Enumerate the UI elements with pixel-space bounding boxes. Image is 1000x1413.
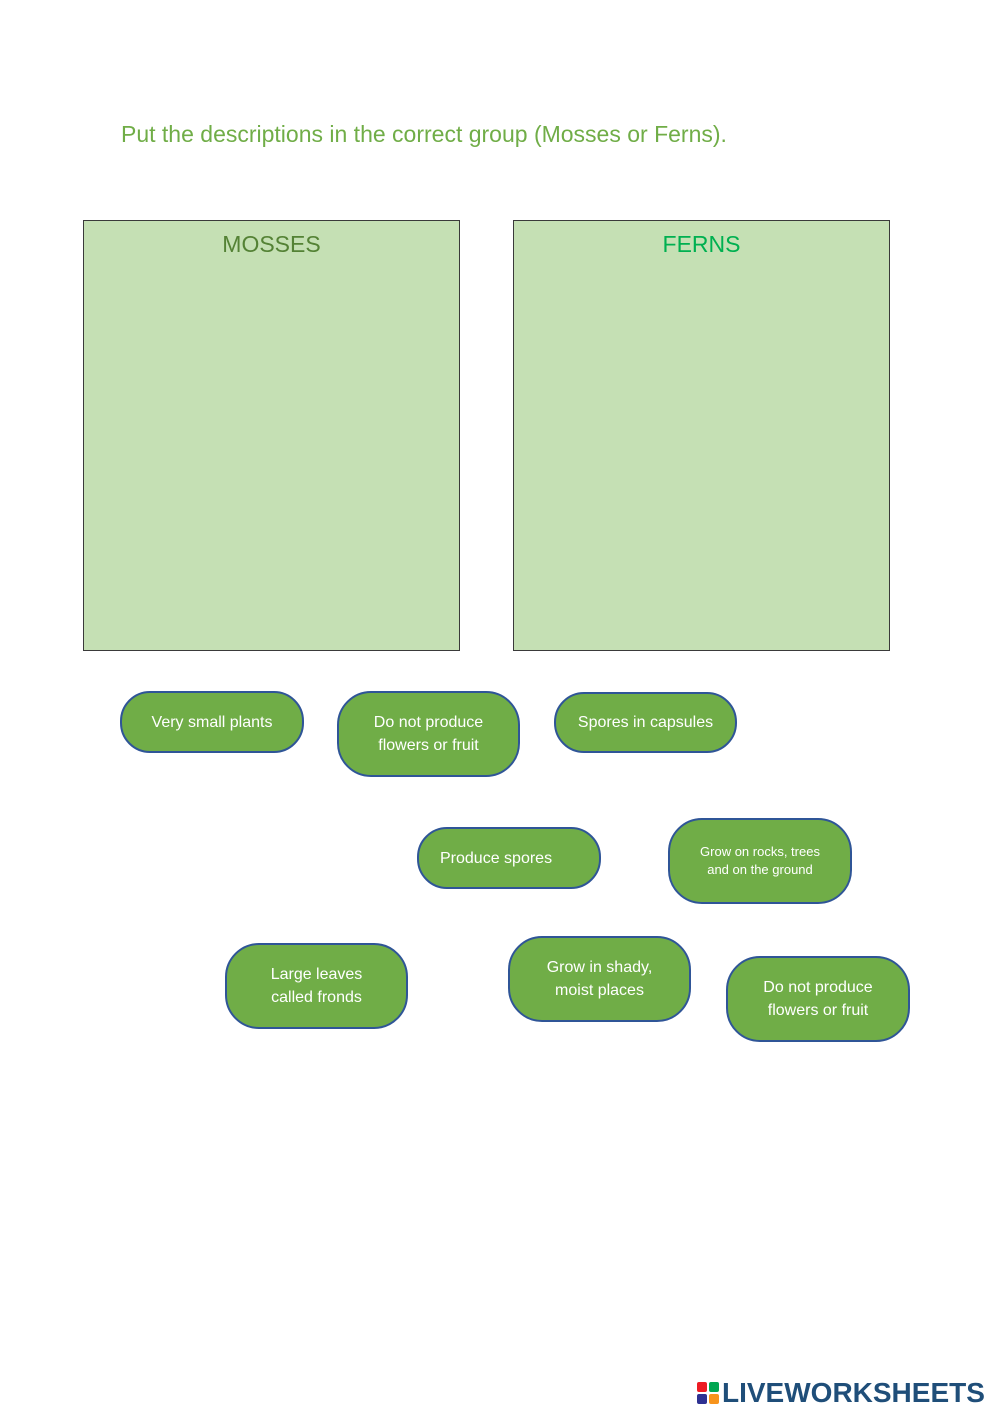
draggable-card-large-leaves[interactable]: Large leaves called fronds [225,943,408,1029]
draggable-card-no-flowers-2[interactable]: Do not produce flowers or fruit [726,956,910,1042]
liveworksheets-logo-icon [697,1382,719,1404]
logo-square-1 [697,1382,707,1392]
logo-square-3 [697,1394,707,1404]
draggable-card-no-flowers-1[interactable]: Do not produce flowers or fruit [337,691,520,777]
draggable-card-spores-in-capsules[interactable]: Spores in capsules [554,692,737,753]
logo-text: LIVEWORKSHEETS [722,1377,985,1408]
logo-square-4 [709,1394,719,1404]
instruction-text: Put the descriptions in the correct grou… [121,121,727,147]
ferns-title: FERNS [662,231,741,257]
draggable-card-produce-spores[interactable]: Produce spores [417,827,601,889]
mosses-drop-zone[interactable]: MOSSES [83,220,460,651]
draggable-card-grow-on-rocks[interactable]: Grow on rocks, trees and on the ground [668,818,852,904]
liveworksheets-logo: LIVEWORKSHEETS [697,1376,985,1410]
draggable-card-grow-in-shady[interactable]: Grow in shady, moist places [508,936,691,1022]
logo-square-2 [709,1382,719,1392]
draggable-card-very-small-plants[interactable]: Very small plants [120,691,304,753]
ferns-drop-zone[interactable]: FERNS [513,220,890,651]
mosses-title: MOSSES [222,231,321,257]
